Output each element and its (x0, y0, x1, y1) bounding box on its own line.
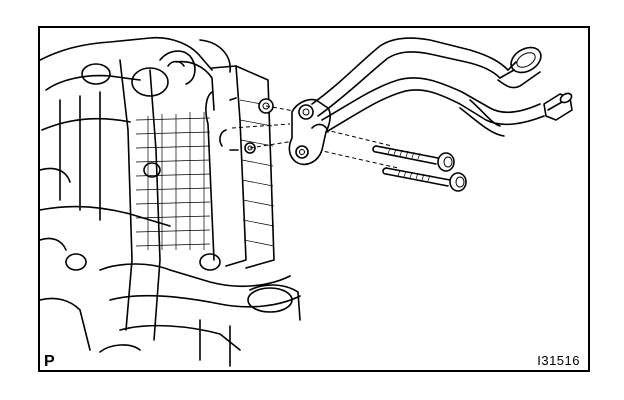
heater-unit (205, 65, 275, 269)
figure-frame (38, 26, 590, 372)
view-label: P (44, 353, 55, 370)
engine-block (40, 36, 301, 367)
pipe-flange (288, 98, 331, 166)
bolt-lower (382, 167, 467, 192)
figure-code: I31516 (537, 353, 580, 368)
refrigerant-pipes (311, 37, 573, 137)
bolt-upper (372, 145, 455, 172)
